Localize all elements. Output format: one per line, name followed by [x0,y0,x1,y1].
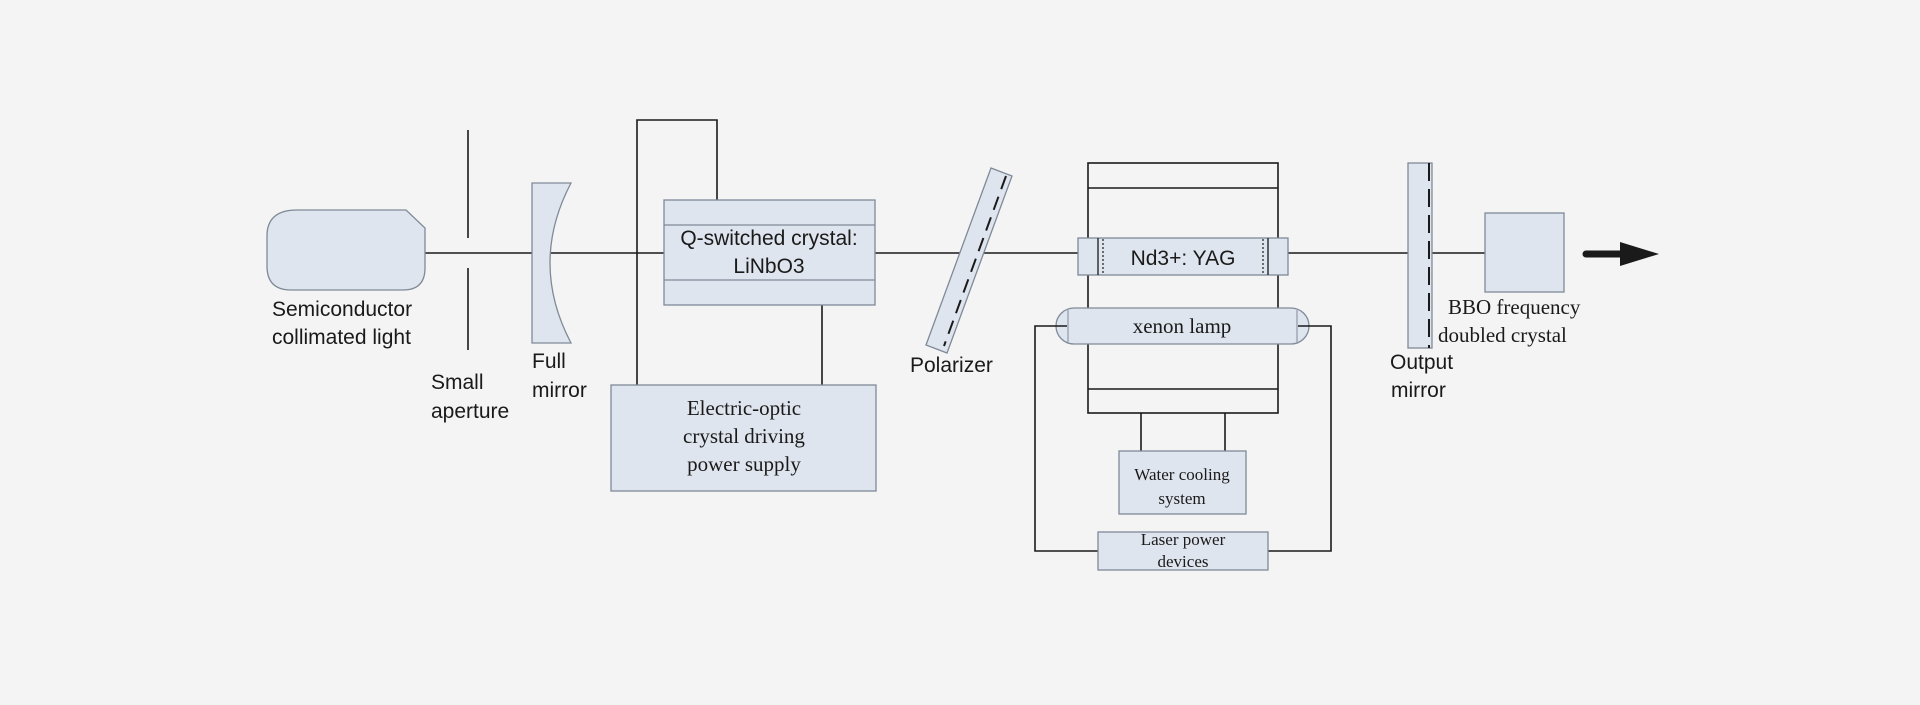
qswitch-label-line1: Q-switched crystal: [680,227,857,250]
cooling-body [1118,450,1247,515]
bbo-label-line2: doubled crystal [1438,323,1567,347]
source-label-line2: collimated light [272,326,411,349]
aperture-label-line1: Small [431,371,484,394]
cooling-label-line2: system [1158,489,1205,508]
output-arrow-head [1620,242,1659,266]
output-mirror-label-line1: Output [1390,351,1453,374]
polarizer-label: Polarizer [910,354,993,377]
pump-cavity [1087,162,1279,414]
full-mirror-label-line1: Full [532,350,566,373]
full-mirror: Full mirror [531,182,587,402]
lamp-left-wire [1034,325,1098,552]
xenon-label: xenon lamp [1133,314,1232,338]
power-devices-body [1097,531,1269,571]
semiconductor-source: Semiconductor collimated light [266,209,426,349]
aperture-label-line2: aperture [431,400,509,423]
output-mirror-label-line2: mirror [1391,379,1446,402]
lamp-right-wire [1268,325,1332,552]
polarizer-plate [925,167,1013,354]
source-body [266,209,426,291]
water-cooling-system: Water cooling system [1118,450,1247,515]
driver-body [610,384,877,492]
power-label-line1: Laser power [1141,530,1226,549]
lamp-wiring [1034,325,1332,552]
bbo-body [1484,212,1565,293]
output-arrow [1582,242,1659,266]
polarizer: Polarizer [910,167,1013,377]
ndyag-body [1077,237,1289,276]
eo-driver-power-supply: Electric-optic crystal driving power sup… [610,384,877,492]
source-label-line1: Semiconductor [272,298,412,321]
ndyag-rod: Nd3+: YAG [1077,237,1289,276]
qswitch-upper-wire [636,119,718,385]
qswitch-crystal: Q-switched crystal: LiNbO3 [663,199,876,306]
cooling-label-line1: Water cooling [1134,465,1230,484]
bbo-label-line1: BBO frequency [1448,295,1581,319]
driver-label-line2: crystal driving [683,424,805,448]
xenon-lamp: xenon lamp [1055,307,1310,345]
full-mirror-label-line2: mirror [532,379,587,402]
power-label-line2: devices [1158,552,1209,571]
bbo-crystal: BBO frequency doubled crystal [1438,212,1581,347]
polarizer-coating [943,175,1007,347]
laser-power-devices: Laser power devices [1097,530,1269,571]
small-aperture: Small aperture [431,130,509,423]
qswitch-label-line2: LiNbO3 [733,255,804,278]
output-mirror: Output mirror [1390,162,1453,402]
full-mirror-body [531,182,573,344]
qswitch-wiring [636,119,823,385]
driver-label-line1: Electric-optic [687,396,801,420]
ndyag-label: Nd3+: YAG [1131,247,1236,270]
qswitch-body [663,199,876,306]
driver-label-line3: power supply [687,452,801,476]
cavity-frame [1087,162,1279,414]
